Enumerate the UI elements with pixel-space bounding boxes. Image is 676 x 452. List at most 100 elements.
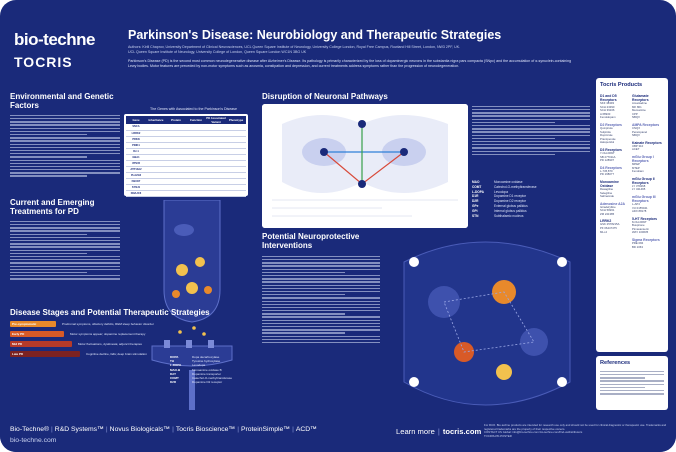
product-item[interactable]: MLi-2: [600, 229, 607, 234]
table-cell: [166, 124, 186, 131]
product-item[interactable]: SB 277011A: [600, 154, 616, 159]
table-cell: [226, 172, 246, 179]
product-item[interactable]: CPP: [632, 111, 638, 116]
table-cell: [166, 160, 186, 167]
product-item[interactable]: 7-OH-DPAT: [600, 150, 615, 155]
footer-brand[interactable]: ProteinSimple™: [240, 426, 291, 433]
footer-brand[interactable]: Bio-Techne®: [10, 426, 50, 433]
footer-brand[interactable]: ACD™: [295, 426, 317, 433]
product-item[interactable]: NBQX: [632, 115, 640, 120]
product-item[interactable]: PD 168077: [600, 172, 614, 177]
product-item[interactable]: PD 128907: [600, 158, 614, 163]
gene-cell: DNAJC6: [126, 190, 146, 197]
product-item[interactable]: ADX 88178: [632, 209, 647, 214]
table-cell: [226, 130, 246, 137]
table-cell: [186, 190, 206, 197]
product-item[interactable]: Pramipexole: [600, 136, 616, 141]
product-item[interactable]: Rasagiline: [600, 186, 614, 191]
gene-cell: PRKN: [126, 136, 146, 143]
product-item[interactable]: Memantine: [632, 108, 646, 113]
footer: Bio-Techne®|R&D Systems™|Novus Biologica…: [0, 418, 676, 452]
table-row: PRKN: [126, 136, 246, 143]
product-item[interactable]: SCH 58261: [600, 208, 615, 213]
product-item[interactable]: Buspirone: [632, 223, 645, 228]
references-panel: References: [596, 356, 668, 410]
table-cell: [206, 154, 226, 161]
product-item[interactable]: L-745,870: [600, 168, 613, 173]
product-item[interactable]: VU 0155041: [632, 205, 648, 210]
product-item[interactable]: MTEP: [632, 165, 640, 170]
brand-logo[interactable]: bio-techne TOCRIS: [14, 30, 114, 90]
table-cell: [206, 130, 226, 137]
stage-bar: Mid PD: [10, 340, 72, 347]
product-item[interactable]: Pimavanserin: [632, 226, 649, 231]
product-item[interactable]: Istradefylline: [600, 204, 616, 209]
product-item[interactable]: BD 1063: [632, 244, 643, 249]
product-item[interactable]: GSK 2578215A: [600, 222, 620, 227]
table-cell: [146, 130, 166, 137]
table-cell: [206, 148, 226, 155]
footer-brand[interactable]: Tocris Bioscience™: [175, 426, 236, 433]
product-item[interactable]: ZM 241385: [600, 211, 615, 216]
product-item[interactable]: A 68930: [600, 111, 611, 116]
footer-brand[interactable]: R&D Systems™: [54, 426, 104, 433]
brand-sub: TOCRIS: [14, 54, 73, 70]
product-item[interactable]: NBQX: [632, 133, 640, 138]
product-item[interactable]: Haloperidol: [600, 140, 615, 145]
footer-url[interactable]: bio-techne.com: [10, 437, 57, 444]
table-cell: [166, 184, 186, 191]
product-item[interactable]: MPEP: [632, 161, 640, 166]
product-item[interactable]: Fenobam: [632, 169, 644, 174]
brand-separator: |: [237, 426, 239, 433]
product-group: Glutamate Receptors: [632, 94, 649, 102]
product-item[interactable]: CNQX: [632, 125, 641, 130]
poster-title: Parkinson's Disease: Neurobiology and Th…: [128, 28, 502, 42]
table-cell: [146, 166, 166, 173]
synapse-diagram: [151, 199, 233, 410]
legend-key: L-DOPA: [170, 363, 182, 368]
product-item[interactable]: PF 06447475: [600, 226, 617, 231]
gene-cell: PINK1: [126, 142, 146, 149]
product-item[interactable]: Selegiline: [600, 190, 613, 195]
legend-key: COMT: [170, 376, 179, 381]
product-item[interactable]: LY 341495: [632, 187, 646, 192]
product-item[interactable]: SKF 38393: [600, 101, 614, 105]
product-item[interactable]: Ropinirole: [600, 133, 613, 138]
product-item[interactable]: ACET: [632, 147, 640, 152]
product-item[interactable]: PRE 084: [632, 241, 644, 246]
table-cell: [166, 178, 186, 185]
learn-more[interactable]: Learn more|tocris.com: [396, 427, 482, 436]
product-item[interactable]: Safinamide: [600, 194, 614, 199]
product-item[interactable]: Fenoldopam: [600, 115, 616, 120]
product-item[interactable]: SCH 23390: [600, 104, 615, 109]
table-cell: [166, 130, 186, 137]
product-item[interactable]: L-AP4: [632, 201, 640, 206]
product-group: Sigma Receptors: [632, 238, 660, 243]
product-item[interactable]: 8-OH-DPAT: [632, 219, 647, 224]
abbreviation-key: D1R: [472, 194, 479, 199]
product-item[interactable]: Quinpirole: [600, 125, 613, 130]
abbreviation-key: GPe: [472, 203, 479, 208]
table-row: LRRK2: [126, 130, 246, 137]
neuroprotective-svg: [403, 241, 571, 406]
product-item[interactable]: Sulpiride: [600, 129, 611, 134]
table-row: PLA2G6: [126, 172, 246, 179]
table-cell: [186, 178, 206, 185]
footer-brand[interactable]: Novus Biologicals™: [109, 426, 171, 433]
product-item[interactable]: MK 801: [632, 104, 642, 109]
product-item[interactable]: LY 379268: [632, 183, 646, 188]
product-item[interactable]: SCH 39166: [600, 108, 615, 113]
table-cell: [226, 184, 246, 191]
product-group: Kainate Receptors: [632, 140, 662, 145]
product-item[interactable]: Perampanel: [632, 129, 648, 134]
product-item[interactable]: UBP 310: [632, 143, 644, 148]
product-item[interactable]: WAY 100635: [632, 230, 649, 235]
neuroprotective-diagram: [384, 232, 590, 418]
product-item[interactable]: Amantadine: [632, 101, 647, 105]
